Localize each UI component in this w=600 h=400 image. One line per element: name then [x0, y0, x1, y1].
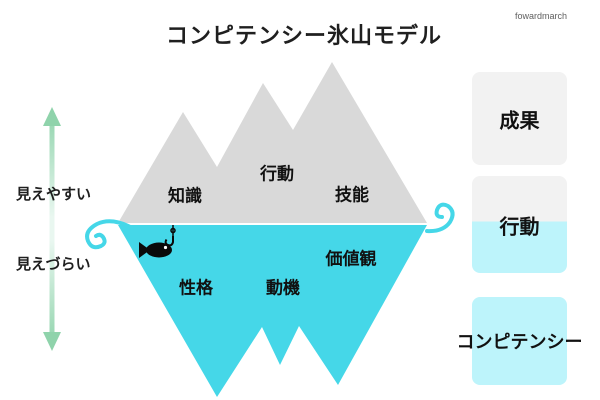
legend-box-results: 成果	[472, 72, 567, 165]
iceberg-above-water-shape	[118, 62, 427, 223]
visibility-double-arrow-icon	[43, 107, 61, 351]
wave-curl-right-icon	[425, 202, 455, 234]
legend-box-behavior: 行動	[472, 176, 567, 273]
iceberg-label-values: 価値観	[325, 249, 377, 269]
page-title: コンピテンシー氷山モデル	[165, 23, 443, 48]
axis-label-hard-to-see: 見えづらい	[16, 256, 91, 273]
iceberg-label-behavior: 行動	[260, 164, 294, 184]
iceberg-label-personality: 性格	[179, 278, 213, 298]
axis-label-easy-to-see: 見えやすい	[16, 186, 92, 203]
iceberg-label-motive: 動機	[266, 278, 300, 298]
iceberg-label-skill: 技能	[335, 185, 369, 205]
watermark-text: fowardmarch	[515, 11, 568, 21]
wave-curl-left-icon	[85, 219, 134, 250]
iceberg-below-water-shape	[118, 225, 427, 397]
fishing-hook-icon	[164, 225, 176, 247]
legend-box-competency: コンピテンシー	[457, 297, 583, 385]
legend-label-results: 成果	[499, 110, 540, 132]
fish-icon	[139, 242, 172, 258]
legend-label-competency: コンピテンシー	[456, 332, 583, 352]
iceberg-label-knowledge: 知識	[168, 186, 202, 206]
legend-label-behavior: 行動	[499, 216, 540, 238]
